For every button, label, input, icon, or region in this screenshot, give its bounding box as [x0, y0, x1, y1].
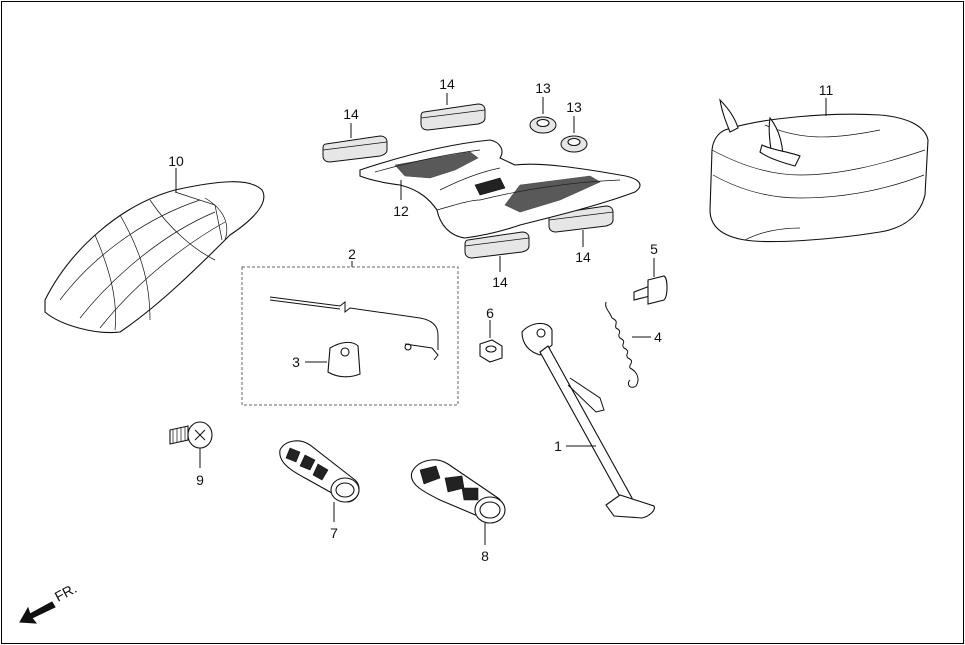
- callout-12: 12: [393, 203, 409, 219]
- cable-assembly-group-box: [241, 266, 459, 406]
- rubber-pad-part-14b: [322, 135, 388, 163]
- callout-7: 7: [330, 525, 338, 541]
- callout-14d: 14: [575, 249, 591, 265]
- nut-part-6: [479, 339, 503, 363]
- callout-13b: 13: [566, 99, 582, 115]
- callout-5: 5: [650, 241, 658, 257]
- grommet-part-13a: [529, 116, 557, 134]
- callout-8: 8: [481, 548, 489, 564]
- arrow-down-left-icon: [19, 601, 56, 624]
- pivot-bolt-part-5: [633, 275, 668, 305]
- rubber-pad-part-14c: [464, 231, 530, 259]
- direction-label: FR.: [52, 580, 79, 605]
- cable-part-2: [269, 296, 439, 361]
- callout-4: 4: [654, 329, 662, 345]
- callout-13a: 13: [535, 80, 551, 96]
- rubber-pad-part-14a: [420, 103, 486, 131]
- bracket-part-3: [327, 341, 361, 378]
- storage-box-part-11: [709, 98, 929, 243]
- callout-14c: 14: [492, 274, 508, 290]
- seat-part-10: [44, 181, 265, 334]
- callout-2: 2: [348, 246, 356, 262]
- callout-3: 3: [292, 354, 300, 370]
- screw-part-9: [169, 421, 213, 449]
- grip-part-7: [279, 440, 360, 503]
- floor-panel-part-12: [359, 139, 641, 239]
- callout-9: 9: [196, 472, 204, 488]
- spring-part-4: [605, 301, 639, 388]
- callout-1: 1: [554, 438, 562, 454]
- callout-6: 6: [486, 305, 494, 321]
- callout-11: 11: [819, 82, 834, 98]
- grip-part-8: [410, 459, 506, 524]
- grommet-part-13b: [560, 135, 588, 153]
- callout-14a: 14: [439, 76, 455, 92]
- side-stand-part-1: [521, 322, 655, 519]
- callout-14b: 14: [343, 106, 359, 122]
- callout-10: 10: [168, 153, 184, 169]
